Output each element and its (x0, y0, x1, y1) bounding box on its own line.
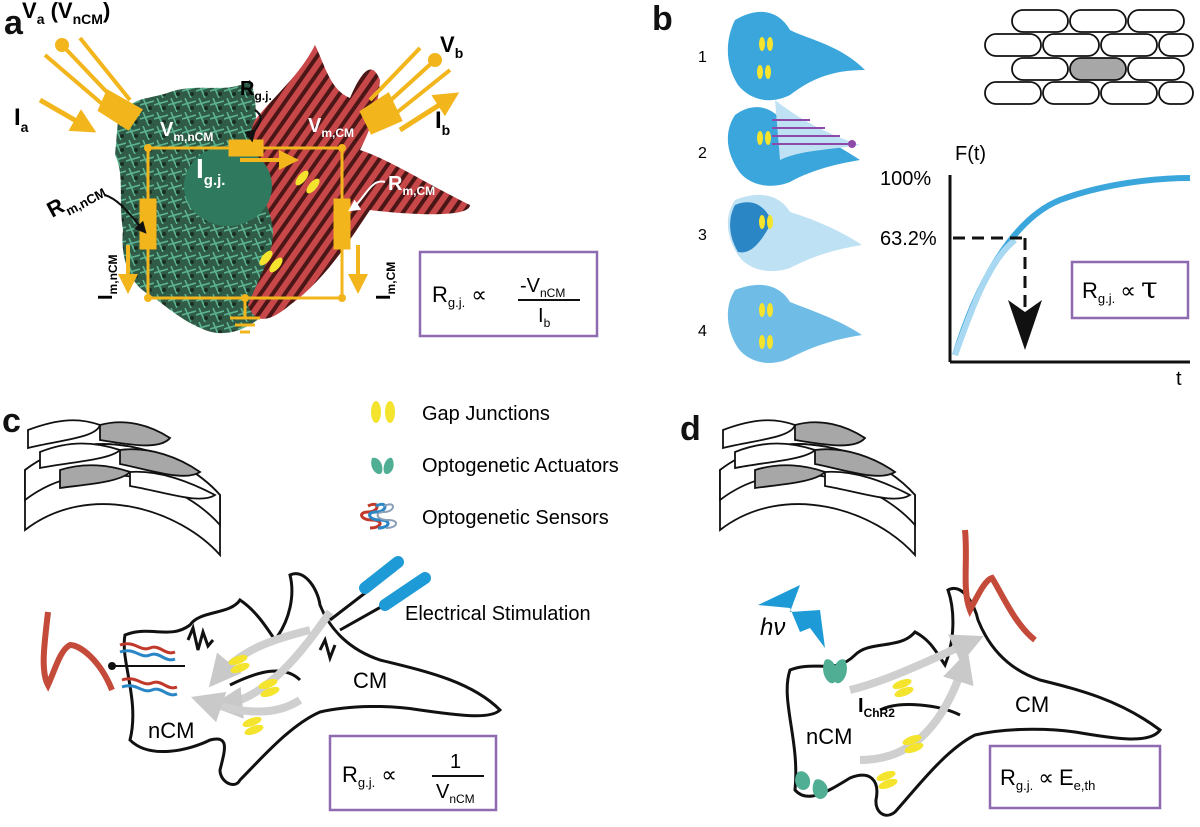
legend-actuators: Optogenetic Actuators (422, 455, 619, 477)
cell-grid-icon (984, 9, 1194, 105)
formula-c-denominator: VnCM (436, 781, 475, 806)
tick-632: 63.2% (880, 228, 937, 250)
electrical-stimulation-label: Electrical Stimulation (405, 603, 591, 625)
x-axis-label: t (1176, 368, 1182, 390)
formula-d-text: Rg.j.∝Ee,th (1000, 765, 1095, 793)
current-flow-arrows-c (190, 609, 334, 723)
hv-label: hν (760, 614, 785, 641)
step-number-4: 4 (698, 323, 707, 340)
cell-boundary-d (879, 703, 961, 717)
legend-gap-junctions: Gap Junctions (422, 403, 550, 425)
vm-ncm-label: Vm,nCM (160, 119, 213, 144)
formula-a-denominator: Ib (538, 305, 551, 330)
fret-cell-sequence (727, 11, 865, 363)
formula-c-numerator: 1 (450, 751, 461, 773)
step-number-2: 2 (698, 145, 707, 162)
va-label: Va (VnCM) (22, 0, 110, 27)
circuit-nodes (144, 144, 346, 302)
sensor-legend-icon (360, 502, 397, 530)
vb-label: Vb (440, 32, 463, 61)
voltage-zigzag (186, 623, 215, 651)
formula-box-a: Rg.j.∝ -VnCM Ib (418, 250, 599, 338)
gap-junctions-c (228, 654, 280, 736)
panel-b-label: b (652, 0, 673, 38)
light-bolt-icon (758, 585, 825, 648)
voltage-zigzag-cm (318, 635, 337, 663)
recovery-curve-early (952, 237, 1017, 357)
cell-step-4 (727, 284, 862, 363)
cell-step-2 (727, 100, 860, 186)
voltage-trace-d (962, 529, 1037, 643)
voltage-trace-c (40, 611, 115, 692)
stimulation-electrode (329, 556, 431, 632)
im-cm-label: Im,CM (373, 262, 398, 300)
current-ia-arrow (38, 97, 97, 133)
step-number-1: 1 (698, 49, 707, 66)
ncm-label-c: nCM (148, 718, 194, 743)
sensor-icons-c (108, 642, 185, 697)
actuator-legend-icon (371, 457, 394, 475)
igj-label: Ig.j. (196, 153, 225, 189)
legend: Gap Junctions Optogenetic Actuators Opto… (360, 401, 619, 530)
rm-cm-pointer (348, 180, 386, 212)
cm-label-c: CM (353, 668, 387, 693)
cell-outline-c (122, 572, 503, 786)
formula-a-lhs: Rg.j.∝ (432, 282, 487, 310)
tick-100: 100% (880, 168, 931, 190)
cardiomyocyte-cell-image (248, 45, 470, 319)
rgj-label: Rg.j. (240, 78, 272, 103)
electrode-a (43, 36, 143, 131)
rm-ncm-label: Rm,nCM (43, 173, 109, 226)
tissue-slab-icon-d (719, 419, 916, 558)
cell-step-1 (727, 11, 865, 101)
rgj-pointer (244, 109, 262, 143)
step-number-3: 3 (698, 227, 707, 244)
formula-box-b: Rg.j.∝τ (1070, 260, 1190, 320)
electrode-b (359, 46, 452, 135)
panel-d-label: d (680, 410, 701, 448)
formula-a-numerator: -VnCM (520, 275, 565, 300)
formula-c-lhs: Rg.j.∝ (342, 762, 397, 790)
tau-arrow-head (1008, 300, 1042, 350)
formula-b-text: Rg.j.∝τ (1082, 271, 1158, 306)
panel-a-label: a (4, 4, 24, 42)
cell-step-3 (727, 194, 862, 272)
nucleus (184, 146, 272, 226)
legend-sensors: Optogenetic Sensors (422, 507, 609, 529)
formula-box-d: Rg.j.∝Ee,th (988, 744, 1162, 810)
rm-ncm-pointer (104, 194, 147, 234)
cm-label-d: CM (1015, 692, 1049, 717)
ncm-label-d: nCM (806, 724, 852, 749)
vm-cm-label: Vm,CM (308, 115, 354, 140)
ib-label: Ib (435, 107, 450, 138)
formula-box-c: Rg.j.∝ 1 VnCM (328, 734, 498, 812)
rm-cm-label: Rm,CM (388, 173, 435, 198)
y-axis-label: F(t) (955, 143, 986, 165)
actuators-d (795, 659, 847, 799)
ia-label: Ia (14, 104, 29, 135)
recovery-curve-plot (948, 175, 1191, 364)
im-ncm-label: Im,nCM (95, 254, 120, 300)
panel-c-label: c (2, 402, 21, 440)
gap-junctions-d (876, 678, 924, 790)
gap-junctions-a (259, 170, 320, 273)
current-ib-arrow (398, 92, 460, 133)
tissue-slab-icon-c (24, 419, 221, 558)
ichr2-label: IChR2 (858, 695, 895, 720)
gap-junction-legend-icon (371, 401, 395, 423)
